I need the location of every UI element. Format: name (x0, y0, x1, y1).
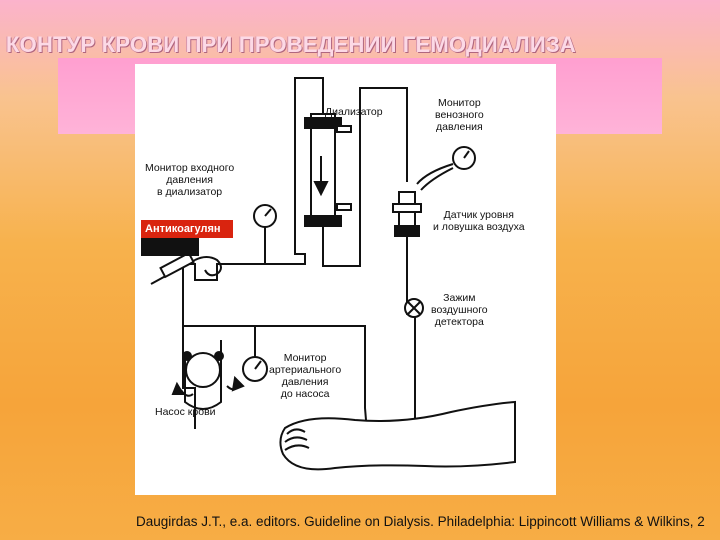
arterial-pressure-gauge (242, 326, 268, 382)
arterial-monitor-line-2: артериального (269, 364, 342, 376)
arterial-monitor-line-4: до насоса (280, 388, 330, 400)
venous-monitor-line-3: давления (436, 121, 483, 133)
tubing-dialyzer-return (322, 87, 408, 267)
arterial-monitor-line-3: давления (281, 376, 329, 388)
venous-monitor-line-1: Монитор (437, 97, 481, 109)
clamp-line-2: воздушного (431, 304, 488, 316)
slide-title: КОНТУР КРОВИ ПРИ ПРОВЕДЕНИИ ГЕМОДИАЛИЗА (6, 32, 576, 57)
inlet-monitor-line-1: Монитор входного (145, 162, 235, 174)
inlet-monitor-label: Монитор входного давления в диализатор (145, 162, 234, 198)
source-citation: Daugirdas J.T., e.a. editors. Guideline … (136, 514, 705, 529)
inlet-monitor-line-3: в диализатор (157, 186, 223, 198)
clamp-label: Зажим воздушного детектора (431, 292, 488, 328)
anticoagulant-syringe (150, 251, 222, 285)
tubing-arterial-line (182, 325, 368, 433)
arterial-monitor-label: Монитор артериального давления до насоса (269, 352, 341, 400)
venous-pressure-gauge (416, 146, 476, 191)
diagram-panel: Диализатор Монитор венозного давления Мо… (135, 64, 556, 495)
level-sensor-line-2: и ловушка воздуха (433, 221, 525, 233)
hemodialysis-circuit-diagram (150, 77, 516, 471)
dialyzer-label: Диализатор (325, 106, 383, 118)
arterial-monitor-line-1: Монитор (283, 352, 327, 364)
tubing-venous-line (406, 226, 465, 433)
blood-pump-label: Насос крови (155, 406, 216, 418)
anticoagulant-label: Антикоагулян (141, 220, 233, 238)
dialyzer (304, 113, 352, 227)
air-detector-clamp (404, 298, 424, 318)
blood-pump (171, 351, 245, 397)
tubing-pump-loop (184, 340, 222, 410)
inlet-pressure-gauge (253, 204, 277, 264)
venous-monitor-label: Монитор венозного давления (435, 97, 484, 133)
patient-arm (279, 400, 516, 471)
clamp-line-1: Зажим (443, 292, 476, 304)
air-trap (392, 191, 422, 237)
venous-monitor-line-2: венозного (435, 109, 484, 121)
level-sensor-label: Датчик уровня и ловушка воздуха (433, 209, 525, 233)
level-sensor-line-1: Датчик уровня (443, 209, 514, 221)
tubing-main-loop (182, 77, 324, 429)
clamp-line-3: детектора (434, 316, 484, 328)
inlet-monitor-line-2: давления (166, 174, 213, 186)
anticoagulant-label-shadow (141, 238, 199, 256)
